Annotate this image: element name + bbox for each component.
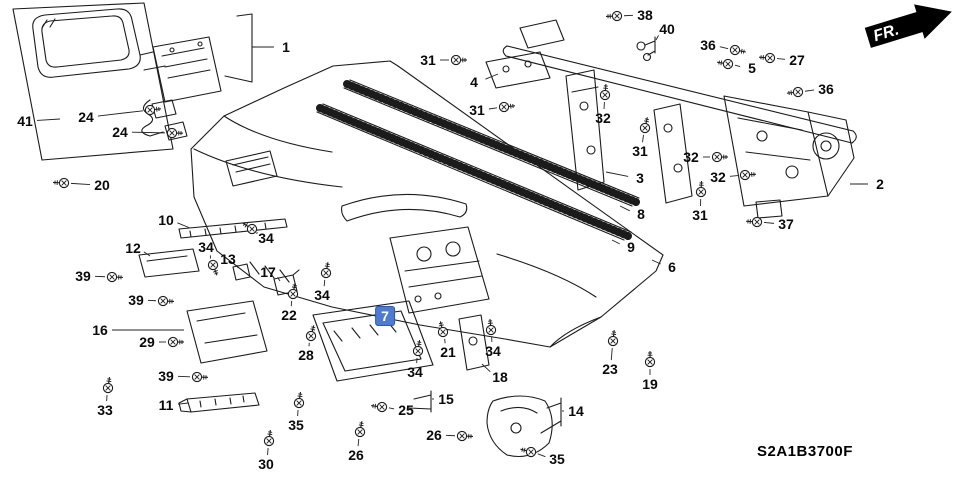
part-label-29[interactable]: 29 <box>139 334 155 350</box>
part-label-26[interactable]: 26 <box>348 447 364 463</box>
part-label-31[interactable]: 31 <box>469 102 485 118</box>
instrument-panel-art <box>190 60 664 348</box>
part-label-26[interactable]: 26 <box>426 427 442 443</box>
part-label-27[interactable]: 27 <box>789 52 805 68</box>
part-label-37[interactable]: 37 <box>778 216 794 232</box>
part-label-38[interactable]: 38 <box>637 7 653 23</box>
diagram-code: S2A1B3700F <box>757 443 853 460</box>
part-label-4[interactable]: 4 <box>470 74 478 90</box>
part-label-31[interactable]: 31 <box>632 143 648 159</box>
part-label-11[interactable]: 11 <box>158 397 174 413</box>
part-label-31[interactable]: 31 <box>420 52 436 68</box>
part-label-28[interactable]: 28 <box>298 347 314 363</box>
part-label-30[interactable]: 30 <box>258 456 274 472</box>
part-label-16[interactable]: 16 <box>92 322 108 338</box>
part-label-8[interactable]: 8 <box>637 206 645 222</box>
part-label-32[interactable]: 32 <box>683 149 699 165</box>
part-label-17[interactable]: 17 <box>260 264 276 280</box>
fr-direction-indicator: FR. <box>864 4 952 48</box>
part-label-32[interactable]: 32 <box>710 169 726 185</box>
part-label-34[interactable]: 34 <box>314 287 330 303</box>
part-label-34[interactable]: 34 <box>258 230 274 246</box>
part-label-24[interactable]: 24 <box>78 109 94 125</box>
part-label-31[interactable]: 31 <box>692 207 708 223</box>
part-label-22[interactable]: 22 <box>281 307 297 323</box>
part-label-36[interactable]: 36 <box>818 81 834 97</box>
hanger-beam-art <box>485 19 857 219</box>
part-label-7[interactable]: 7 <box>376 307 394 325</box>
part-label-35[interactable]: 35 <box>288 417 304 433</box>
part-label-41[interactable]: 41 <box>17 113 33 129</box>
part-label-9[interactable]: 9 <box>627 239 635 255</box>
part-label-18[interactable]: 18 <box>492 369 508 385</box>
fr-label: FR. <box>871 21 901 45</box>
defroster-garnish-art <box>316 79 640 241</box>
part-label-6[interactable]: 6 <box>668 259 676 275</box>
part-label-20[interactable]: 20 <box>94 177 110 193</box>
part-label-36[interactable]: 36 <box>700 37 716 53</box>
part-label-12[interactable]: 12 <box>125 240 141 256</box>
part-label-24[interactable]: 24 <box>112 124 128 140</box>
part-label-2[interactable]: 2 <box>876 176 884 192</box>
part-label-39[interactable]: 39 <box>75 268 91 284</box>
fr-arrow-icon <box>914 4 952 39</box>
part-label-25[interactable]: 25 <box>398 402 414 418</box>
part-label-34[interactable]: 34 <box>485 343 501 359</box>
part-label-32[interactable]: 32 <box>595 110 611 126</box>
part-label-21[interactable]: 21 <box>440 344 456 360</box>
part-label-1[interactable]: 1 <box>282 39 290 55</box>
part-label-5[interactable]: 5 <box>748 60 756 76</box>
part-label-15[interactable]: 15 <box>438 391 454 407</box>
part-label-35[interactable]: 35 <box>549 451 565 467</box>
part-label-39[interactable]: 39 <box>158 368 174 384</box>
part-label-19[interactable]: 19 <box>642 376 658 392</box>
part-label-3[interactable]: 3 <box>636 170 644 186</box>
part-label-13[interactable]: 13 <box>220 251 236 267</box>
part-label-10[interactable]: 10 <box>158 212 174 228</box>
part-label-23[interactable]: 23 <box>602 361 618 377</box>
part-label-34[interactable]: 34 <box>407 364 423 380</box>
part-label-34[interactable]: 34 <box>198 239 214 255</box>
part-label-39[interactable]: 39 <box>128 292 144 308</box>
part-label-40[interactable]: 40 <box>659 21 675 37</box>
part-label-33[interactable]: 33 <box>97 402 113 418</box>
part-label-14[interactable]: 14 <box>568 403 584 419</box>
group-bracket-lines <box>408 36 656 434</box>
